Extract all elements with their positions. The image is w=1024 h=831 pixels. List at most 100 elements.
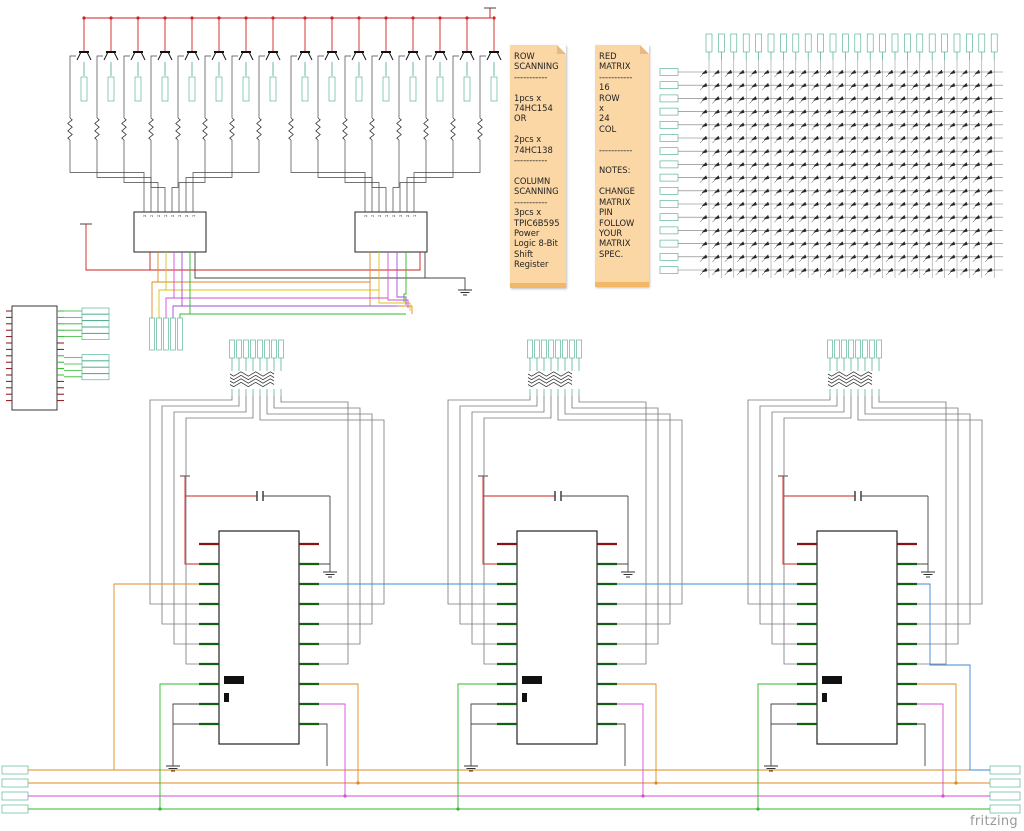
led — [799, 189, 806, 196]
resistor — [450, 117, 456, 141]
row-driver-12 — [396, 16, 421, 141]
led — [699, 268, 707, 276]
led — [923, 163, 930, 170]
transistor — [238, 51, 244, 61]
led — [985, 70, 992, 78]
led — [737, 84, 744, 91]
led — [737, 97, 744, 104]
net-tag-box — [989, 791, 1021, 801]
led — [699, 150, 707, 157]
net-tag — [236, 339, 242, 359]
net-tag — [490, 76, 498, 102]
led — [985, 216, 992, 223]
net-tag — [841, 339, 847, 359]
led — [923, 268, 930, 276]
led — [873, 216, 880, 223]
led — [749, 136, 756, 144]
row-wire — [185, 140, 233, 212]
led — [799, 242, 806, 249]
net-tag — [659, 226, 679, 235]
base-wire — [96, 55, 103, 118]
led — [873, 97, 880, 104]
g-overbar — [224, 693, 229, 702]
net-tag-box — [215, 76, 223, 102]
led — [923, 176, 930, 183]
decoder-body — [133, 211, 207, 253]
drain-wire — [259, 396, 385, 605]
led — [823, 136, 831, 144]
led — [724, 229, 731, 236]
resistor — [229, 378, 275, 384]
led — [786, 70, 793, 78]
transistor — [351, 51, 357, 61]
net-tag-box — [161, 76, 169, 102]
led — [935, 268, 942, 276]
net-tag — [855, 339, 861, 359]
net-tag-box — [534, 339, 540, 359]
led — [960, 110, 967, 117]
drain-wire — [483, 396, 552, 665]
net-tag — [81, 307, 110, 315]
net-tag-box — [1, 765, 29, 775]
led — [985, 202, 992, 210]
led — [761, 84, 769, 91]
led — [799, 97, 806, 104]
led — [947, 150, 955, 157]
led — [960, 242, 967, 249]
led — [873, 176, 880, 183]
net-tag — [817, 33, 824, 53]
resistor — [315, 117, 321, 141]
address-wire — [403, 252, 407, 302]
led — [761, 216, 769, 223]
drain-wire — [871, 396, 959, 645]
led — [861, 202, 868, 210]
decoder-pin-label: Y6 — [406, 214, 410, 218]
led — [836, 229, 843, 236]
row-driver-8 — [288, 16, 313, 141]
led — [885, 176, 893, 183]
mcu-body — [11, 305, 58, 411]
led — [811, 150, 818, 157]
net-tag-box — [659, 107, 679, 116]
led — [985, 84, 992, 91]
led — [786, 136, 793, 144]
led — [811, 229, 818, 236]
led — [712, 136, 719, 144]
led — [724, 150, 731, 157]
led — [885, 150, 893, 157]
led — [947, 136, 955, 144]
net-tag-box — [1, 804, 29, 814]
led — [885, 136, 893, 144]
led — [774, 84, 781, 91]
led — [947, 216, 955, 223]
net-tag-box — [792, 33, 800, 53]
led — [737, 70, 744, 78]
drain-wire — [771, 396, 845, 645]
led — [699, 176, 707, 183]
net-tag-box — [659, 68, 679, 76]
net-tag — [916, 33, 924, 53]
base-wire — [344, 55, 351, 118]
resistor — [477, 117, 483, 141]
led — [712, 189, 719, 196]
led — [724, 123, 731, 130]
led — [724, 189, 731, 196]
led — [947, 176, 955, 183]
led — [699, 97, 707, 104]
led — [848, 268, 855, 276]
net-tag — [301, 76, 309, 102]
led — [898, 110, 905, 117]
led — [811, 255, 818, 262]
resistor — [369, 117, 375, 141]
net-tag-box — [891, 33, 899, 53]
net-tag — [792, 33, 800, 53]
led — [737, 150, 744, 157]
led — [885, 202, 893, 210]
gnd-wire — [617, 723, 626, 766]
led — [774, 163, 781, 170]
gnd-wire — [470, 703, 497, 766]
led — [749, 97, 756, 104]
led — [836, 70, 843, 78]
row-driver-0 — [67, 16, 92, 141]
